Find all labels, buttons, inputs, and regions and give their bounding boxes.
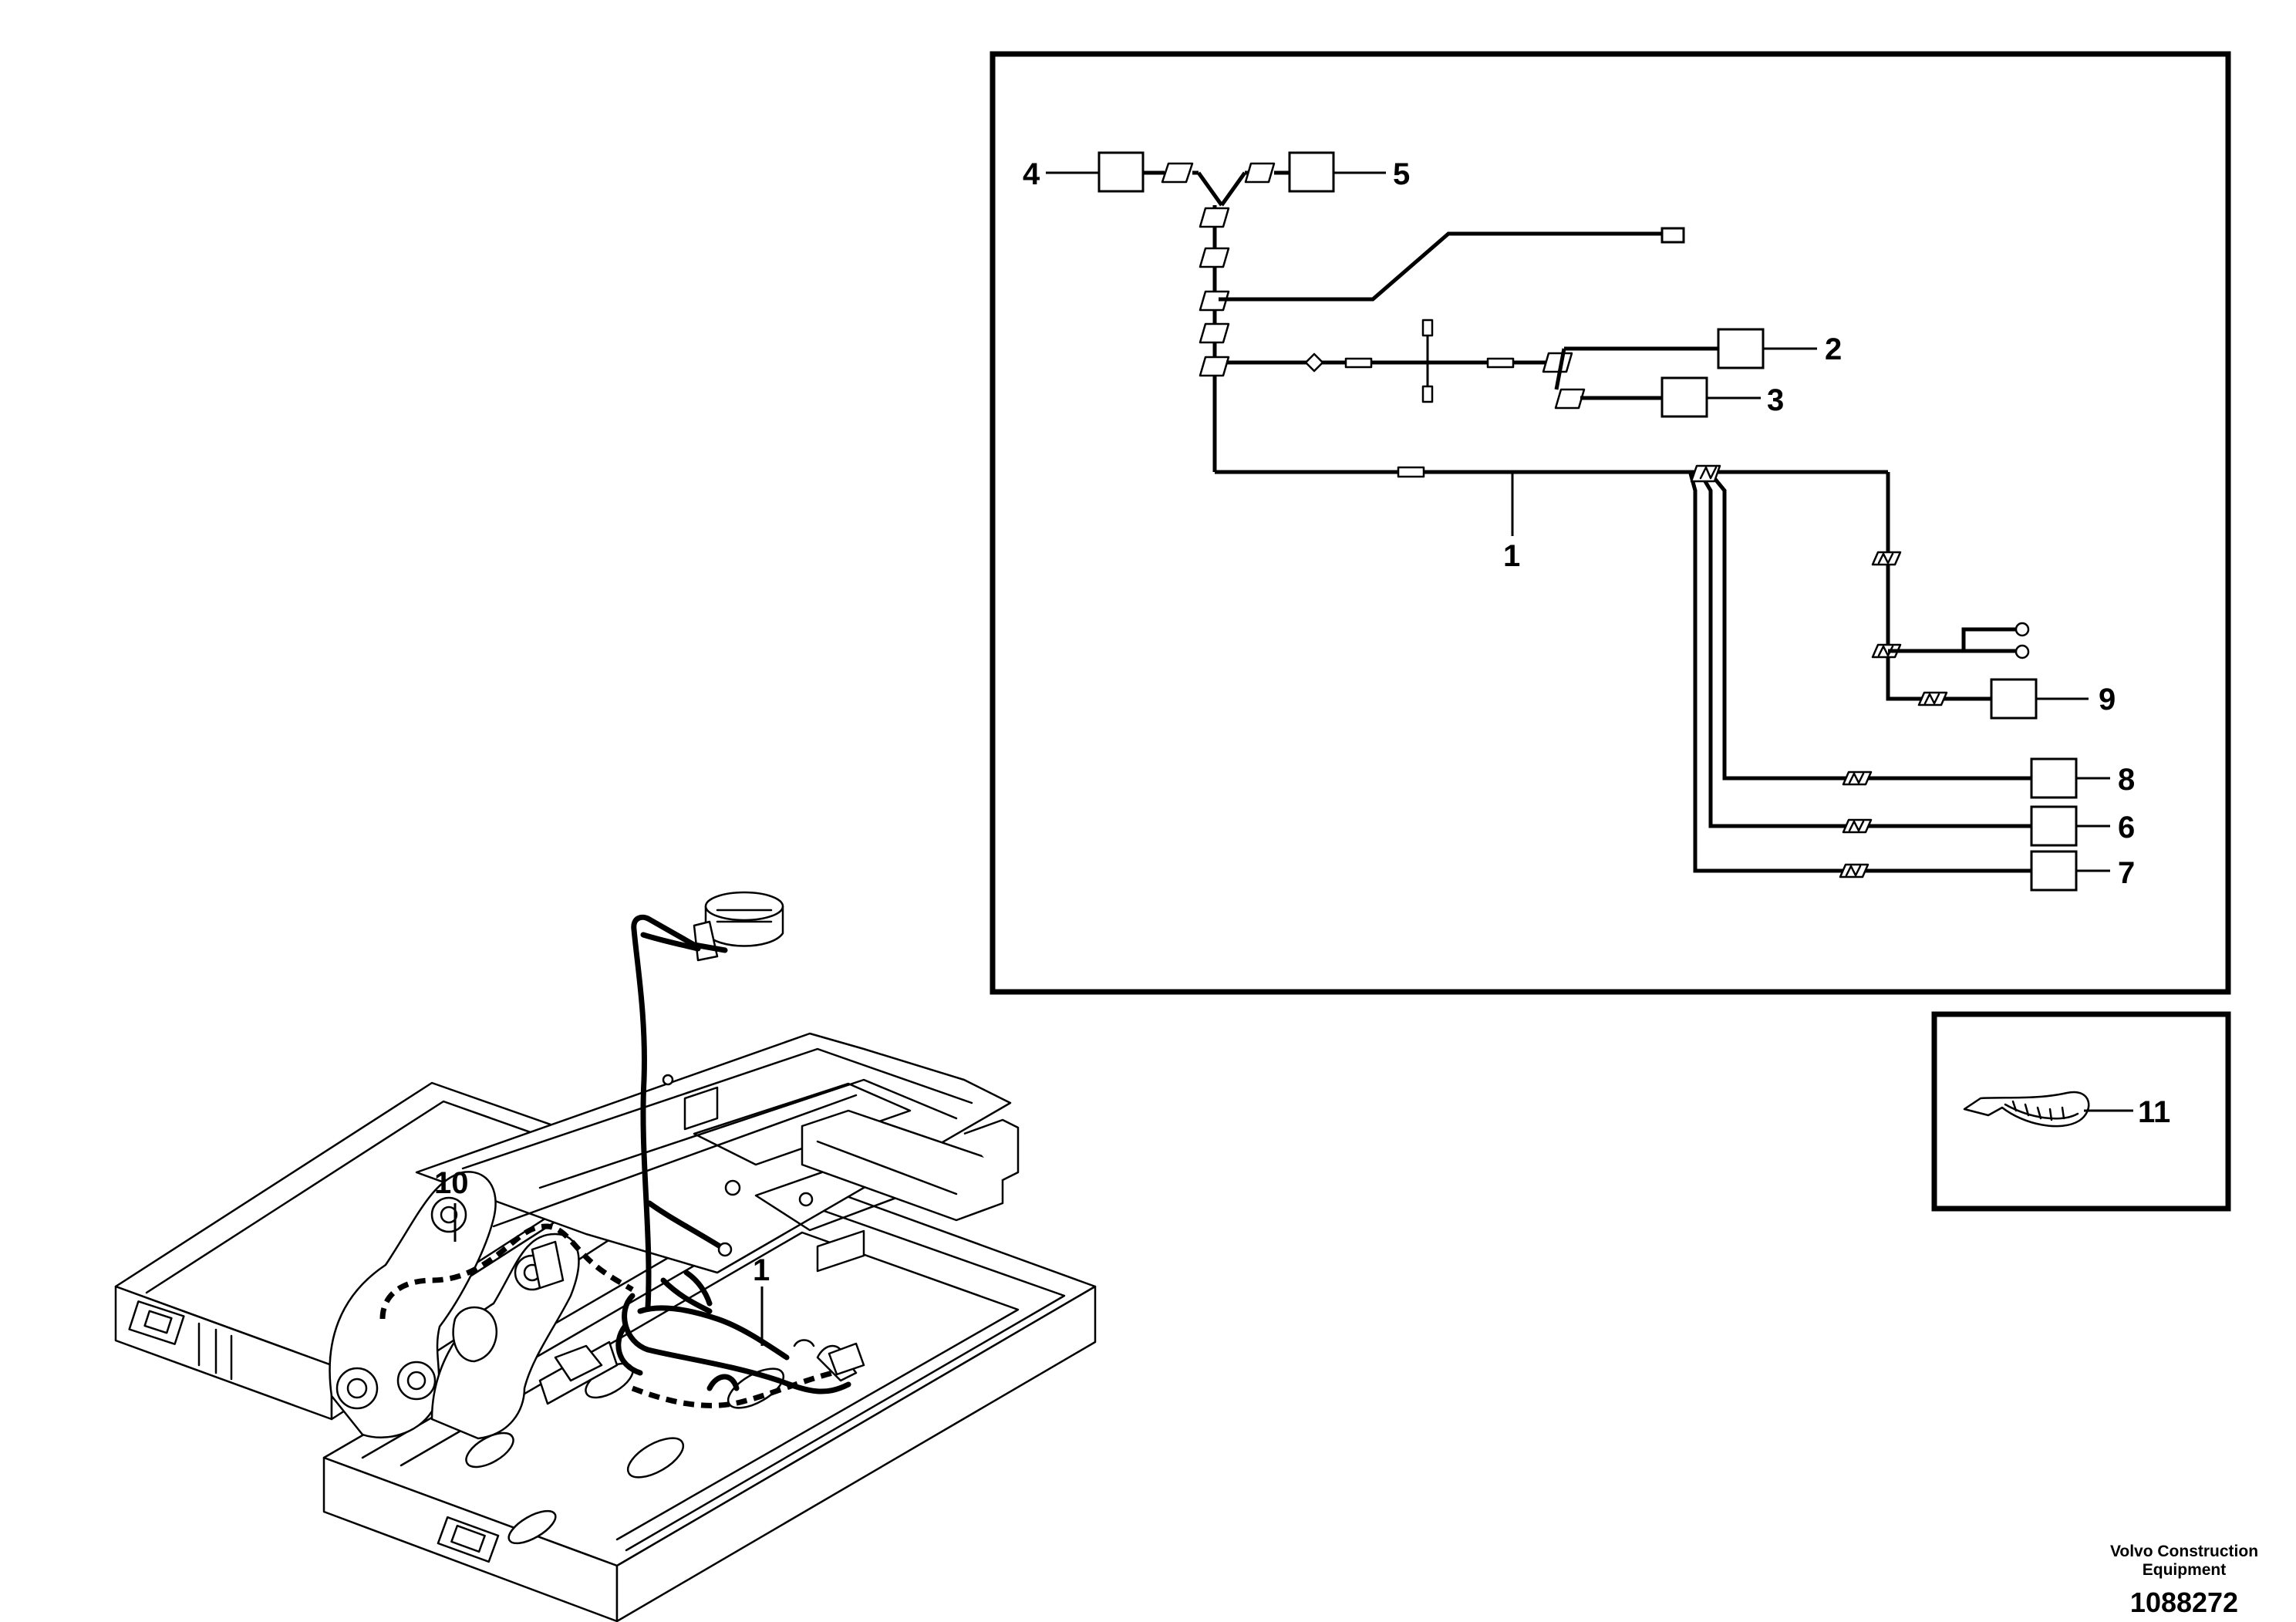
plug-connector (1199, 322, 1230, 344)
plug-connector (1199, 290, 1230, 312)
terminal-small (1421, 319, 1434, 337)
wire-middle-branch (1226, 319, 1817, 418)
clip-connector (1690, 464, 1721, 483)
ring-terminal (2014, 644, 2030, 659)
callout-1: 1 (1503, 539, 1520, 573)
plug-connector (1161, 162, 1194, 184)
terminal-small (1660, 227, 1685, 244)
wire-trunk (1199, 205, 1888, 474)
credit-line-1: Volvo Construction (2110, 1543, 2258, 1560)
plug-connector (1199, 247, 1230, 268)
connector-box-6 (2030, 805, 2078, 847)
right-rail-side (615, 1285, 1097, 1622)
connector-box-9 (1990, 678, 2038, 720)
connector-box-7 (2030, 850, 2078, 892)
plug-connector (1244, 162, 1276, 184)
connector-box-8 (2030, 757, 2078, 799)
callout-6: 6 (2118, 811, 2135, 845)
part-number: 1088272 (2130, 1587, 2238, 1618)
connector-box-5 (1288, 151, 1335, 193)
callout-11: 11 (2138, 1095, 2170, 1129)
splice-symbol (1486, 357, 1515, 369)
splice-symbol (1397, 466, 1425, 478)
diode-symbol (1304, 352, 1324, 373)
plug-connector (1199, 207, 1230, 228)
connector-box-2 (1717, 328, 1765, 369)
schematic-panel: 4 5 2 3 1 9 8 6 7 (990, 51, 2231, 995)
terminal-small (1421, 385, 1434, 403)
callout-4: 4 (1023, 157, 1040, 191)
callout-8: 8 (2118, 763, 2135, 797)
callout-1-assembly: 1 (753, 1253, 770, 1287)
ring-terminal (2014, 622, 2030, 637)
connector-box-3 (1660, 376, 1708, 418)
plug-connector (1554, 388, 1586, 410)
credit-line-2: Equipment (2143, 1561, 2227, 1579)
callout-3: 3 (1767, 383, 1784, 417)
frame-assembly-illustration: 10 1 (114, 891, 1097, 1622)
wiring-harness-1 (615, 914, 865, 1394)
plug-connector (1542, 352, 1573, 373)
callout-10: 10 (434, 1166, 469, 1200)
schematic-frame (990, 51, 2231, 995)
connector-box-4 (1097, 151, 1145, 193)
cable-tie-icon (1963, 1091, 2090, 1128)
callout-7: 7 (2118, 856, 2135, 890)
wire-upper-branch (1219, 227, 1685, 302)
upper-deck (415, 1032, 1012, 1274)
callout-2: 2 (1825, 332, 1842, 366)
wire-lower-bundle (1688, 464, 2110, 892)
publisher-credit: Volvo Construction Equipment 1088272 (2110, 1543, 2258, 1618)
beacon-lamp (693, 891, 784, 962)
accessory-panel: 11 (1931, 1011, 2231, 1212)
wire-right-branch (1871, 472, 2089, 720)
plug-connector (1199, 356, 1230, 377)
callout-9: 9 (2099, 683, 2116, 717)
callout-5: 5 (1393, 157, 1410, 191)
wiring-harness-10 (379, 1223, 634, 1320)
splice-symbol (1344, 357, 1373, 369)
wire-top-branch (1046, 151, 1386, 207)
